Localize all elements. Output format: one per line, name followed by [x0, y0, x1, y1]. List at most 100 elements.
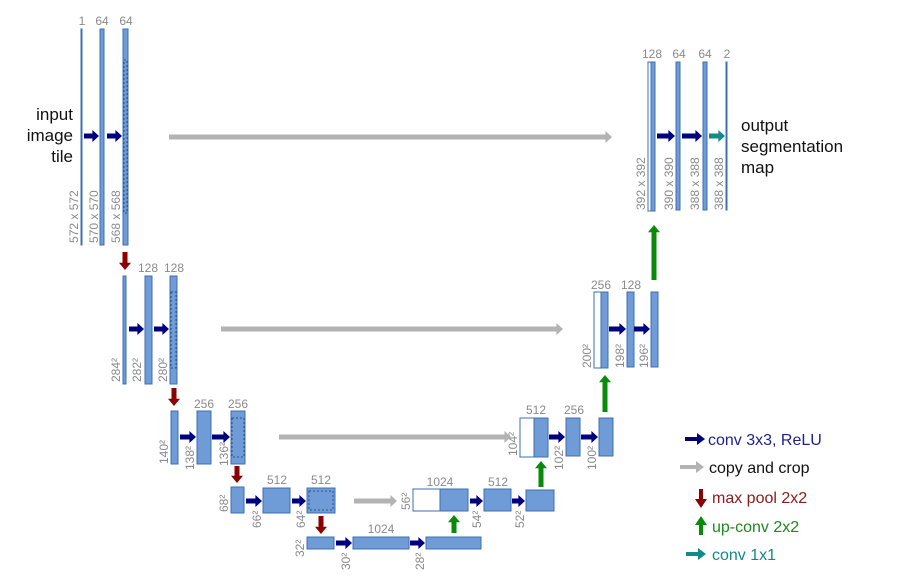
feature-map	[483, 488, 512, 512]
size-label: 54²	[470, 511, 484, 528]
maxpool-arrows	[119, 252, 327, 534]
channel-label: 1024	[427, 475, 454, 489]
arrow-up-icon	[695, 516, 707, 535]
feature-map	[262, 487, 291, 514]
input-image-tile-label: input image tile	[27, 105, 74, 166]
size-label: 66²	[250, 511, 264, 528]
feature-map	[230, 486, 245, 514]
legend-item-conv3x3: conv 3x3, ReLU	[685, 432, 822, 449]
conv3x3-arrow	[84, 130, 99, 142]
channel-label: 128	[642, 47, 662, 61]
feature-map	[170, 410, 179, 465]
channel-label: 128	[164, 261, 184, 275]
maxpool-arrow	[315, 516, 327, 534]
feature-map	[725, 61, 728, 211]
feature-map	[196, 410, 212, 465]
size-label: 392 x 392	[634, 157, 648, 210]
svg-text:output: output	[741, 116, 789, 135]
feature-map	[352, 536, 410, 550]
conv3x3-arrow	[549, 431, 565, 443]
channel-label: 256	[194, 397, 214, 411]
conv3x3-arrow	[246, 495, 262, 507]
conv3x3-arrow	[581, 431, 598, 443]
svg-text:tile: tile	[51, 147, 73, 166]
cropped-copy	[519, 417, 535, 458]
feature-map	[169, 275, 178, 385]
feature-map	[598, 417, 614, 457]
conv1x1-arrows	[709, 130, 725, 142]
size-label: 568 x 568	[109, 190, 123, 243]
upconv-arrow	[648, 225, 660, 280]
legend-item-copy-crop: copy and crop	[680, 460, 810, 477]
cropped-copy	[412, 488, 441, 512]
svg-text:up-conv 2x2: up-conv 2x2	[712, 519, 799, 536]
svg-text:input: input	[36, 105, 73, 124]
copy-crop-arrow	[354, 495, 397, 507]
feature-map	[99, 28, 105, 246]
level-2-decoder: 256 128 200² 198² 196²	[580, 278, 659, 369]
channel-label: 256	[564, 403, 584, 417]
level-4-decoder: 1024 512 56² 54² 52²	[399, 475, 555, 528]
conv3x3-arrow	[129, 323, 144, 335]
level-2-encoder: 128 128 284² 282² 280²	[109, 261, 184, 385]
feature-map	[626, 291, 635, 368]
arrow-down-icon	[695, 489, 707, 508]
channel-label: 512	[311, 473, 331, 487]
conv3x3-arrow	[609, 323, 626, 335]
crop-region	[308, 490, 334, 511]
size-label: 64²	[294, 511, 308, 528]
crop-region	[170, 291, 177, 369]
size-label: 572 x 572	[67, 190, 81, 243]
channel-label: 512	[488, 475, 508, 489]
channel-label: 512	[526, 403, 546, 417]
svg-text:conv 1x1: conv 1x1	[712, 547, 776, 564]
upconv-arrow	[535, 461, 547, 487]
size-label: 196²	[637, 344, 651, 368]
feature-map	[650, 61, 656, 212]
channel-label: 256	[591, 278, 611, 292]
channel-label: 64	[698, 47, 712, 61]
size-label: 284²	[109, 358, 123, 382]
size-label: 570 x 570	[87, 190, 101, 243]
legend-item-upconv: up-conv 2x2	[695, 516, 799, 536]
channel-label: 64	[119, 14, 133, 28]
size-label: 200²	[580, 344, 594, 368]
conv3x3-arrow	[212, 431, 230, 443]
feature-map	[80, 28, 83, 246]
feature-map	[600, 291, 609, 369]
channel-label: 64	[95, 14, 109, 28]
feature-map	[122, 275, 127, 385]
feature-map	[565, 417, 581, 457]
arrow-right-icon	[686, 548, 706, 560]
feature-map	[675, 61, 681, 211]
channel-label: 1	[79, 14, 86, 28]
size-label: 138²	[183, 446, 197, 470]
svg-text:map: map	[741, 158, 774, 177]
cropped-copy	[593, 291, 602, 369]
copy-crop-arrow	[279, 431, 511, 443]
channel-label: 64	[672, 47, 686, 61]
size-label: 390 x 390	[662, 157, 676, 210]
size-label: 30²	[339, 553, 353, 570]
size-label: 280²	[156, 358, 170, 382]
upconv-arrow	[448, 515, 460, 533]
size-label: 388 x 388	[712, 157, 726, 210]
crop-region	[123, 59, 128, 214]
maxpool-arrow	[168, 388, 180, 406]
channel-label: 1024	[368, 522, 395, 536]
size-label: 28²	[413, 553, 427, 570]
upconv-arrow	[599, 375, 611, 412]
feature-map	[533, 417, 549, 458]
conv3x3-arrow	[107, 130, 122, 142]
channel-label: 128	[621, 278, 641, 292]
upconv-arrows	[448, 225, 660, 533]
level-4-encoder: 512 512 68² 66² 64²	[217, 473, 336, 528]
conv3x3-arrow	[512, 495, 525, 507]
size-label: 140²	[157, 440, 171, 464]
channel-label: 256	[228, 397, 248, 411]
size-label: 56²	[399, 493, 413, 510]
level-3-decoder: 512 256 104² 102² 100²	[506, 403, 614, 470]
feature-map	[144, 275, 153, 385]
size-label: 388 x 388	[688, 157, 702, 210]
